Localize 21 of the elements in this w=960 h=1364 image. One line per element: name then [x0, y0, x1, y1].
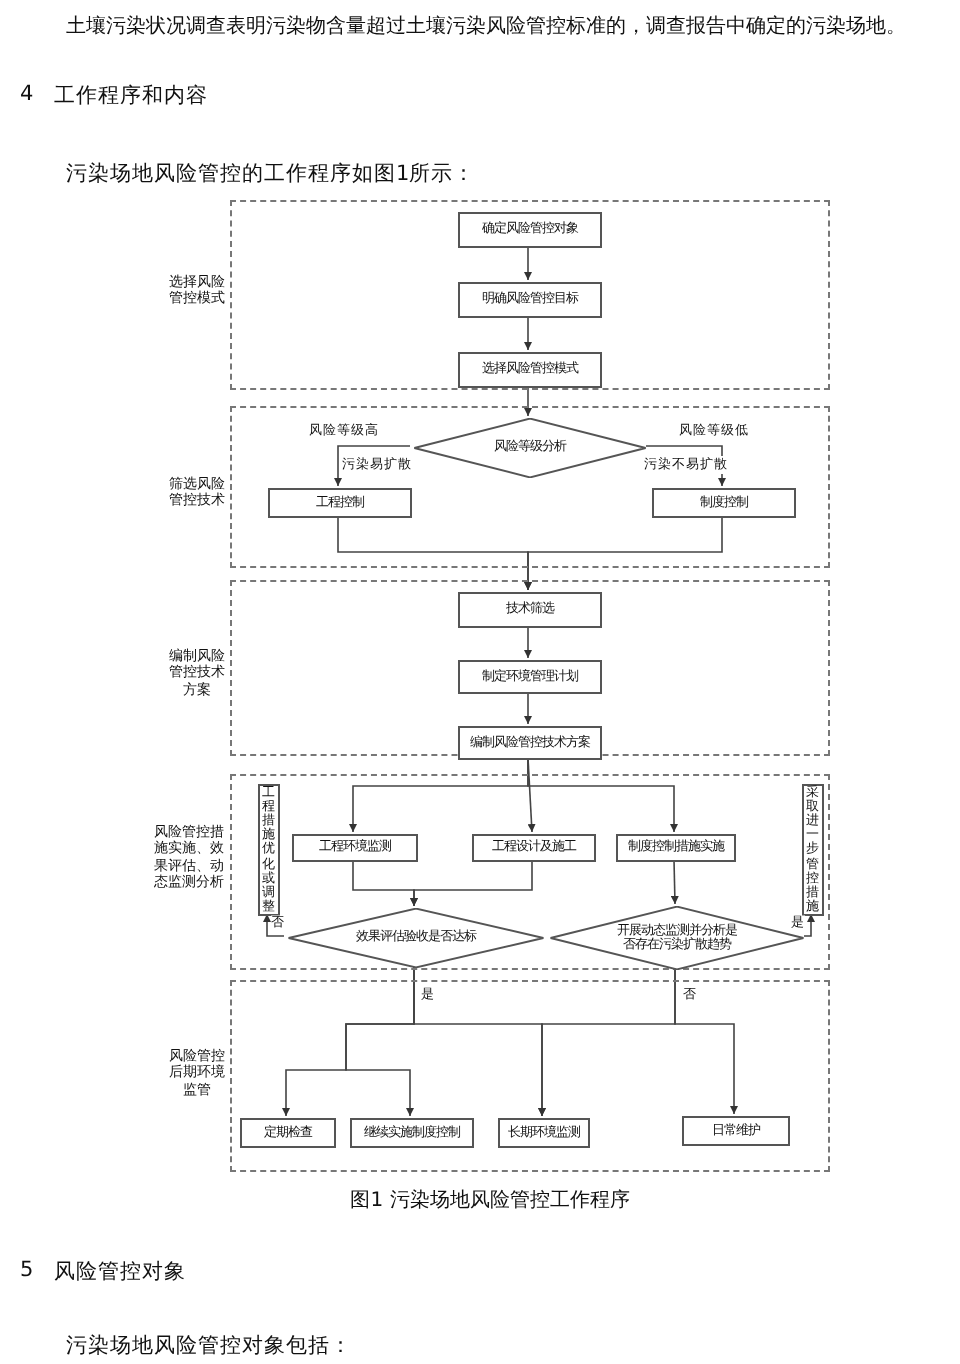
arrow [263, 913, 285, 937]
body-text: 土壤污染状况调查表明污染物含量超过土壤污染风险管控标准的，调查报告中确定的污染场地。 [66, 13, 906, 40]
arrow [524, 691, 532, 725]
arrow [670, 859, 679, 905]
arrow [524, 245, 532, 281]
arrow [334, 445, 411, 487]
section-number: 4 [20, 82, 34, 106]
section-number: 5 [20, 1258, 34, 1282]
body-text: 污染场地风险管控对象包括： [66, 1332, 352, 1360]
arrow [803, 913, 815, 937]
arrow [410, 859, 533, 907]
section-heading: 风险管控对象 [54, 1258, 186, 1286]
arrow [674, 967, 738, 1115]
arrow [524, 625, 532, 659]
arrow [527, 757, 678, 833]
arrow [524, 315, 532, 351]
figure-caption: 图1 污染场地风险管控工作程序 [348, 1187, 632, 1214]
arrow [524, 385, 532, 417]
body-text: 污染场地风险管控的工作程序如图1所示： [66, 160, 476, 188]
section-heading: 工作程序和内容 [54, 82, 208, 110]
arrow [524, 515, 723, 591]
